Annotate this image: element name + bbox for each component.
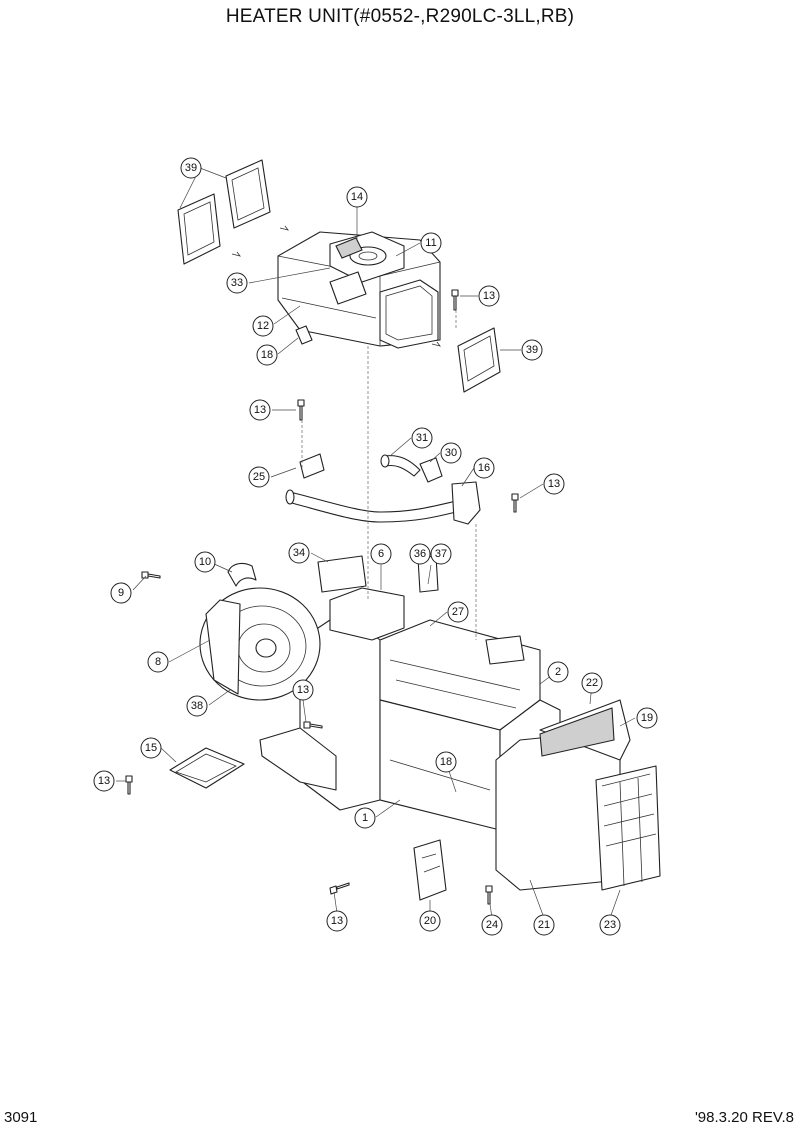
revision-date: '98.3.20 REV.8	[694, 1109, 794, 1126]
heater-case-assembly	[259, 555, 661, 891]
clip-18-top	[295, 325, 313, 345]
callout-13-mid: 13	[249, 399, 271, 421]
svg-text:24: 24	[486, 919, 498, 931]
callout-23: 23	[599, 914, 621, 936]
callout-13-left: 13	[93, 770, 115, 792]
svg-text:13: 13	[548, 478, 560, 490]
water-pipe-assembly	[285, 453, 481, 525]
upper-housing-assembly	[277, 231, 441, 349]
svg-text:39: 39	[526, 344, 538, 356]
callout-8: 8	[147, 651, 169, 673]
callout-9: 9	[110, 582, 132, 604]
svg-text:13: 13	[254, 404, 266, 416]
svg-text:18: 18	[261, 349, 273, 361]
filter-gasket-39-right	[225, 159, 271, 229]
callout-36: 36	[409, 543, 431, 565]
svg-text:37: 37	[435, 548, 447, 560]
leader-lines	[116, 167, 636, 919]
callout-30: 30	[440, 442, 462, 464]
callout-34: 34	[288, 542, 310, 564]
callout-37: 37	[430, 543, 452, 565]
svg-text:27: 27	[452, 606, 464, 618]
svg-text:25: 25	[253, 471, 265, 483]
callout-1: 1	[354, 807, 376, 829]
callout-22: 22	[581, 672, 603, 694]
callout-38: 38	[186, 695, 208, 717]
callout-33: 33	[226, 272, 248, 294]
callout-25: 25	[248, 466, 270, 488]
svg-text:22: 22	[586, 677, 598, 689]
svg-text:15: 15	[145, 742, 157, 754]
svg-text:21: 21	[538, 919, 550, 931]
svg-text:9: 9	[118, 587, 124, 599]
svg-text:31: 31	[416, 432, 428, 444]
svg-text:6: 6	[378, 548, 384, 560]
callout-19: 19	[636, 707, 658, 729]
filter-gasket-39-lower	[457, 327, 501, 393]
svg-text:23: 23	[604, 919, 616, 931]
callout-15: 15	[140, 737, 162, 759]
callout-14: 14	[346, 186, 368, 208]
callout-18-case: 18	[435, 751, 457, 773]
svg-text:39: 39	[185, 162, 197, 174]
svg-text:18: 18	[440, 756, 452, 768]
filter-gasket-39-left	[177, 193, 221, 265]
svg-text:13: 13	[297, 684, 309, 696]
callout-27: 27	[447, 601, 469, 623]
actuator-20	[413, 839, 447, 901]
callout-18-top: 18	[256, 344, 278, 366]
callout-31: 31	[411, 427, 433, 449]
svg-text:38: 38	[191, 700, 203, 712]
callout-11: 11	[420, 232, 442, 254]
callout-6: 6	[370, 543, 392, 565]
callout-24: 24	[481, 914, 503, 936]
callout-13-top: 13	[478, 285, 500, 307]
svg-text:33: 33	[231, 277, 243, 289]
blower-motor-assembly	[199, 562, 321, 701]
callout-10: 10	[194, 551, 216, 573]
svg-text:8: 8	[155, 656, 161, 668]
callout-12: 12	[252, 315, 274, 337]
svg-text:12: 12	[257, 320, 269, 332]
svg-text:13: 13	[483, 290, 495, 302]
callout-21: 21	[533, 914, 555, 936]
callout-13-bottom: 13	[326, 910, 348, 932]
svg-text:19: 19	[641, 712, 653, 724]
callout-39-lower: 39	[521, 339, 543, 361]
svg-text:2: 2	[555, 666, 561, 678]
svg-text:16: 16	[478, 462, 490, 474]
callout-2: 2	[547, 661, 569, 683]
svg-text:30: 30	[445, 447, 457, 459]
bracket-15	[169, 747, 245, 789]
svg-text:13: 13	[98, 775, 110, 787]
callout-13-case: 13	[292, 679, 314, 701]
svg-text:36: 36	[414, 548, 426, 560]
svg-text:14: 14	[351, 191, 363, 203]
callout-13-right: 13	[543, 473, 565, 495]
svg-text:13: 13	[331, 915, 343, 927]
callout-39-top: 39	[180, 157, 202, 179]
page-title: HEATER UNIT(#0552-,R290LC-3LL,RB)	[225, 6, 575, 27]
svg-text:11: 11	[425, 237, 436, 249]
svg-text:20: 20	[424, 915, 436, 927]
svg-text:1: 1	[362, 812, 368, 824]
svg-text:34: 34	[293, 547, 305, 559]
screw-icons	[125, 289, 519, 905]
svg-text:10: 10	[199, 556, 211, 568]
callout-20: 20	[419, 910, 441, 932]
callout-16: 16	[473, 457, 495, 479]
page-number: 3091	[4, 1109, 38, 1126]
